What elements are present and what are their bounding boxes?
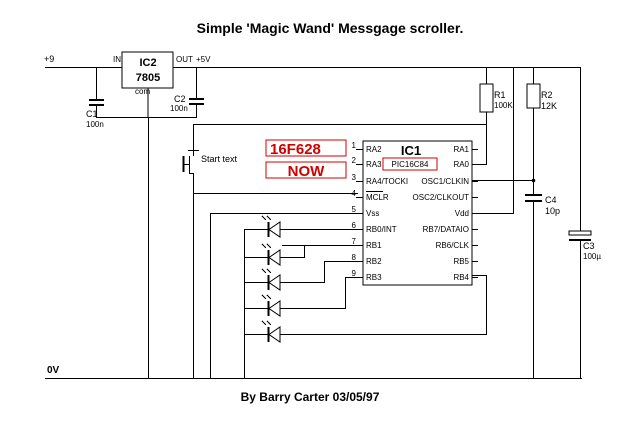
red-annotations: 16F628 NOW bbox=[265, 139, 347, 180]
regulator-ic2: IC2 7805 IN OUT com +5V bbox=[113, 51, 211, 117]
ic1-pin-name: RA1 bbox=[453, 145, 469, 154]
ic1-right-pin: RA0 bbox=[453, 160, 478, 169]
ic1-pin-name: RB7/DATAIO bbox=[423, 225, 469, 234]
ic1-right-pin: RB6/CLK bbox=[436, 241, 478, 250]
ic1-name: IC1 bbox=[401, 143, 421, 158]
c3-value: 100µ bbox=[583, 252, 601, 261]
led-array bbox=[244, 215, 284, 343]
ic1-pin-number: 1 bbox=[352, 141, 357, 150]
c3-ref: C3 bbox=[583, 241, 595, 251]
pic-ic1: IC1 PIC16C84 bbox=[362, 140, 473, 286]
chip-variant-label: 16F628 bbox=[270, 141, 321, 158]
diagram-title: Simple 'Magic Wand' Messgage scroller. bbox=[197, 20, 464, 36]
ic1-pin-4: 4 MCLR bbox=[352, 189, 389, 202]
regulator-in-label: IN bbox=[113, 55, 121, 64]
ic1-right-pin: RB4 bbox=[453, 273, 478, 282]
c1-value: 100n bbox=[86, 120, 104, 129]
ic1-pin-name: MCLR bbox=[366, 193, 389, 202]
ic1-pin-name: OSC2/CLKOUT bbox=[413, 193, 470, 202]
now-label: NOW bbox=[288, 163, 326, 180]
ic1-pin-3: 3 RA4/TOCKI bbox=[352, 173, 409, 186]
capacitor-c4: C4 10p bbox=[525, 194, 560, 378]
ic1-pin-number: 7 bbox=[352, 237, 357, 246]
ic1-pin-name: RA4/TOCKI bbox=[366, 177, 408, 186]
ic1-pin-name: RB1 bbox=[366, 241, 382, 250]
start-switch: Start text bbox=[182, 124, 238, 378]
ic1-pin-number: 2 bbox=[352, 156, 357, 165]
ic1-pin-number: 3 bbox=[352, 173, 357, 182]
c2-value: 100n bbox=[170, 104, 188, 113]
ic1-pin-name: RA0 bbox=[453, 160, 469, 169]
ic1-right-pin: RB7/DATAIO bbox=[423, 225, 478, 234]
r1-value: 100K bbox=[494, 101, 513, 110]
ic1-pin-number: 5 bbox=[352, 205, 357, 214]
regulator-com-label: com bbox=[135, 87, 150, 96]
ic1-pin-2: 2 RA3 bbox=[352, 156, 383, 169]
capacitor-c3: C3 100µ bbox=[568, 67, 601, 378]
resistor-r2: R2 12K bbox=[472, 67, 557, 195]
r2-value: 12K bbox=[541, 101, 557, 111]
led-5 bbox=[244, 320, 284, 343]
ic1-pin-number: 4 bbox=[352, 189, 357, 198]
regulator-out-label: OUT bbox=[176, 55, 193, 64]
ic1-pin-number: 6 bbox=[352, 221, 357, 230]
positive-rail: +9 bbox=[44, 54, 580, 68]
led-1 bbox=[244, 215, 284, 238]
regulator-output-label: +5V bbox=[196, 55, 211, 64]
ic1-pin-name: RB2 bbox=[366, 257, 382, 266]
ic1-pin-name: RB0/INT bbox=[366, 225, 397, 234]
ic1-pin-name: RB6/CLK bbox=[436, 241, 470, 250]
regulator-part: 7805 bbox=[136, 72, 160, 84]
positive-rail-label: +9 bbox=[44, 54, 54, 64]
capacitor-c1: C1 100n bbox=[86, 67, 104, 129]
led-2 bbox=[244, 243, 284, 266]
ic1-pin-name: RB5 bbox=[453, 257, 469, 266]
ground-rail: 0V bbox=[45, 365, 582, 379]
ic1-right-pin: OSC2/CLKOUT bbox=[413, 193, 478, 202]
ic1-part-box bbox=[382, 157, 438, 171]
led-3 bbox=[244, 268, 284, 291]
ic1-left-pins: 1 RA2 2 RA3 3 RA4/TOCKI 4 MCLR 5 Vss 6 RB0/INT 7 RB1 8… bbox=[352, 141, 409, 282]
ic1-part: PIC16C84 bbox=[392, 160, 429, 169]
ic1-pin-name: Vss bbox=[366, 209, 379, 218]
ic1-pin-name: Vdd bbox=[455, 209, 469, 218]
led-4 bbox=[244, 294, 284, 317]
c4-value: 10p bbox=[545, 206, 560, 216]
ic1-right-pin: OSC1/CLKIN bbox=[421, 177, 478, 186]
ic1-pin-name: OSC1/CLKIN bbox=[421, 177, 469, 186]
r1-ref: R1 bbox=[494, 90, 506, 100]
diagram-footer: By Barry Carter 03/05/97 bbox=[241, 390, 380, 404]
ic1-pin-name: RB3 bbox=[366, 273, 382, 282]
ic1-pin-number: 8 bbox=[352, 253, 357, 262]
c4-ref: C4 bbox=[545, 195, 557, 205]
switch-label: Start text bbox=[201, 154, 238, 164]
ic1-right-pin: Vdd bbox=[455, 209, 478, 218]
ic1-right-pin: RA1 bbox=[453, 145, 478, 154]
capacitor-c2: C2 100n bbox=[170, 67, 204, 118]
ic1-pin-name: RB4 bbox=[453, 273, 469, 282]
r2-ref: R2 bbox=[541, 90, 553, 100]
ic1-pin-name: RA3 bbox=[366, 160, 382, 169]
ground-rail-label: 0V bbox=[47, 365, 60, 376]
resistor-r1: R1 100K bbox=[472, 67, 513, 165]
c2-ref: C2 bbox=[174, 94, 186, 104]
ic1-pin-number: 9 bbox=[352, 269, 357, 278]
ic1-pin-name: RA2 bbox=[366, 145, 382, 154]
ic1-right-pin: RB5 bbox=[453, 257, 478, 266]
regulator-name: IC2 bbox=[139, 57, 156, 69]
c1-ref: C1 bbox=[86, 109, 98, 119]
ic1-pin-1: 1 RA2 bbox=[352, 141, 383, 154]
